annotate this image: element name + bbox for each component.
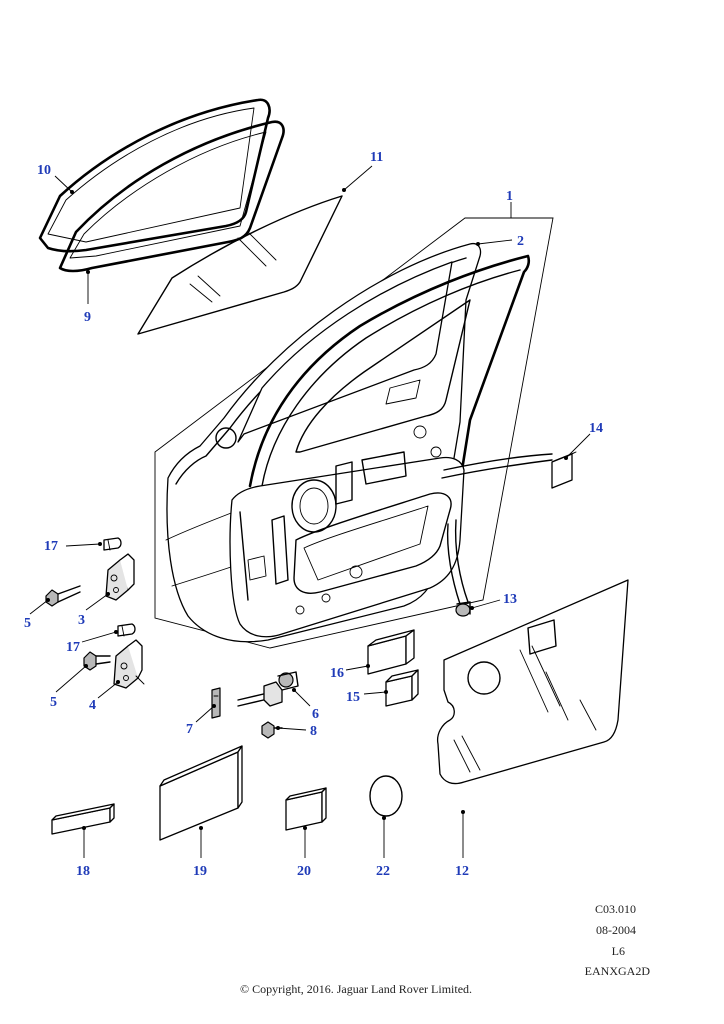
callout-19: 19 xyxy=(193,864,207,879)
part-9-glass-run-seal xyxy=(58,120,285,273)
part-4-lower-hinge xyxy=(113,639,145,689)
part-13-grommet xyxy=(455,601,471,617)
part-11-door-glass xyxy=(137,195,343,335)
part-19-pad xyxy=(159,745,243,841)
part-10-window-seal xyxy=(38,98,271,253)
callout-15: 15 xyxy=(346,690,360,705)
part-22-seal-ring xyxy=(369,775,403,817)
ref-date: 08-2004 xyxy=(596,923,636,937)
door-inner-panel xyxy=(229,379,553,638)
copyright-notice: © Copyright, 2016. Jaguar Land Rover Lim… xyxy=(240,982,472,996)
callout-5-upper: 5 xyxy=(24,616,31,631)
callout-8: 8 xyxy=(310,724,317,739)
callout-18: 18 xyxy=(76,864,90,879)
callout-numbers: 1 2 10 9 11 14 13 17 5 3 17 5 4 7 6 8 16… xyxy=(24,150,603,879)
callout-9: 9 xyxy=(84,310,91,325)
callout-1: 1 xyxy=(506,189,513,204)
part-3-upper-hinge xyxy=(105,553,135,601)
callout-5-lower: 5 xyxy=(50,695,57,710)
ref-engine: L6 xyxy=(612,944,625,958)
callout-7: 7 xyxy=(186,722,193,737)
ref-illustration-code: EANXGA2D xyxy=(585,964,651,978)
callout-10: 10 xyxy=(37,163,51,178)
callout-16: 16 xyxy=(330,666,344,681)
callout-14: 14 xyxy=(589,421,603,436)
callout-22: 22 xyxy=(376,864,390,879)
callout-13: 13 xyxy=(503,592,517,607)
part-6-door-check xyxy=(237,671,299,707)
part-17-clip-lower xyxy=(117,623,136,637)
callout-3: 3 xyxy=(78,613,85,628)
part-5-bolt-lower xyxy=(83,651,111,671)
leader-lines xyxy=(29,165,591,858)
callout-4: 4 xyxy=(89,698,96,713)
part-18-pad xyxy=(51,803,115,835)
part-20-pad xyxy=(285,787,327,831)
callout-6: 6 xyxy=(312,707,319,722)
part-5-bolt-upper xyxy=(45,585,81,607)
door-assembly-frame xyxy=(154,217,554,649)
callout-12: 12 xyxy=(455,864,469,879)
ref-code: C03.010 xyxy=(595,902,636,916)
part-14-pad xyxy=(551,451,577,489)
callout-11: 11 xyxy=(370,150,383,165)
callout-2: 2 xyxy=(517,234,524,249)
part-2-door-frame-seal xyxy=(248,254,531,488)
callout-17-upper: 17 xyxy=(44,539,58,554)
part-16-block xyxy=(367,629,415,675)
callout-20: 20 xyxy=(297,864,311,879)
part-8-bolt xyxy=(261,721,283,739)
part-7-striker xyxy=(211,687,221,719)
part-12-trim-panel xyxy=(436,579,629,785)
part-17-clip-upper xyxy=(103,537,122,551)
part-15-block xyxy=(385,669,419,707)
callout-17-lower: 17 xyxy=(66,640,80,655)
reference-block: C03.010 08-2004 L6 EANXGA2D xyxy=(585,902,651,978)
